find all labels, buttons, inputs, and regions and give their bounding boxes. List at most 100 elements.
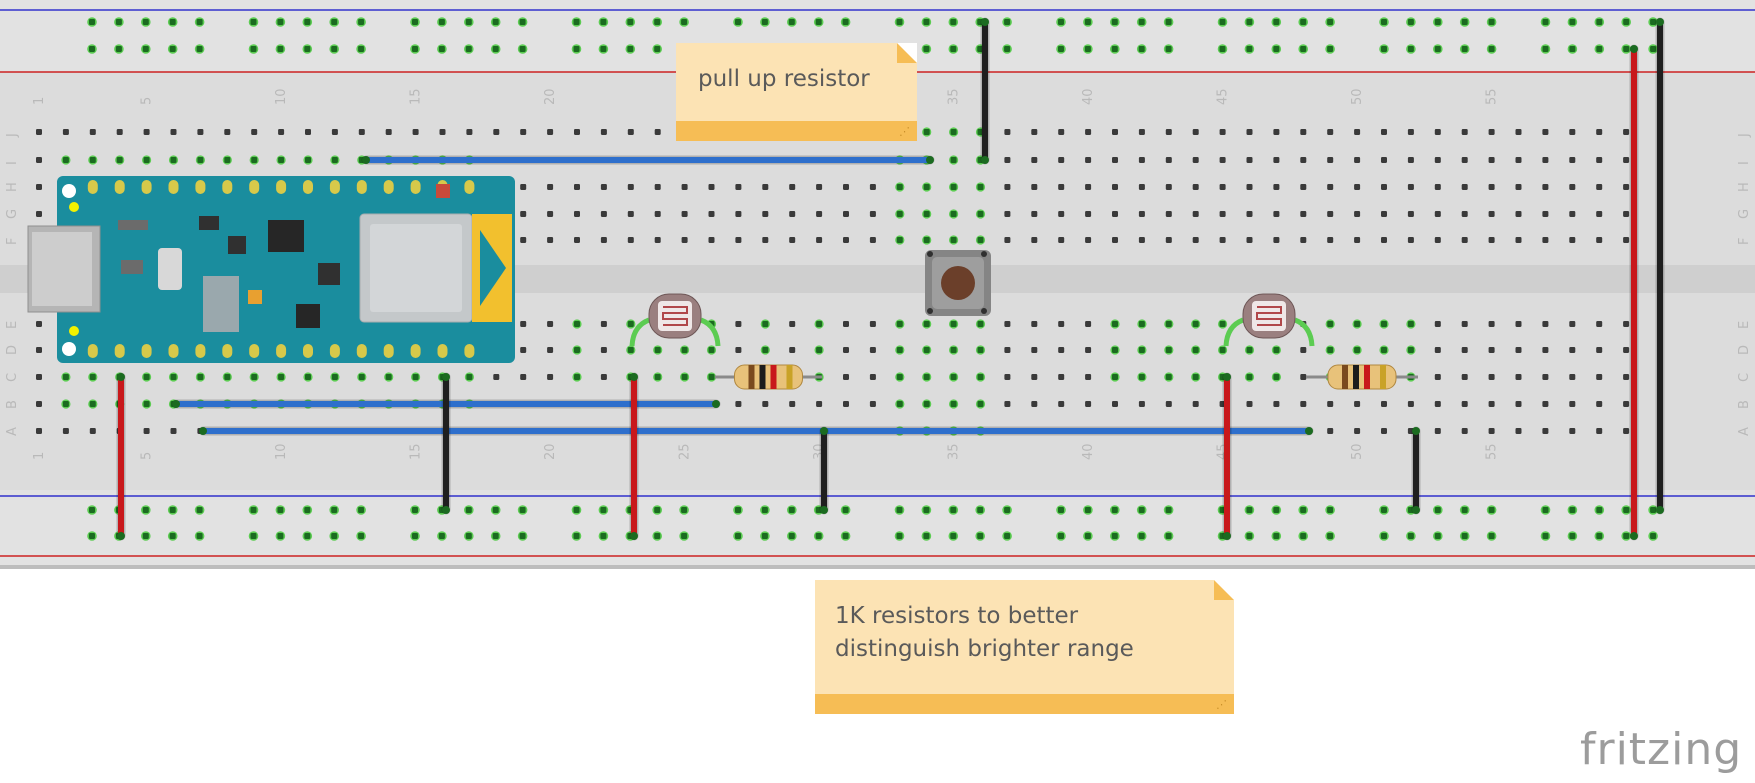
rail-hole [1461,46,1468,52]
breadboard-hole [923,401,930,407]
one-k-resistors-note[interactable]: 1K resistors to better distinguish brigh… [815,580,1234,714]
breadboard-hole [547,211,554,217]
breadboard-hole [1031,374,1038,380]
breadboard-hole [1058,401,1065,407]
rail-hole [600,507,607,513]
breadboard-hole [1407,237,1414,243]
breadboard-hole [627,184,634,190]
breadboard-hole [36,374,42,380]
breadboard-hole [843,184,849,190]
breadboard-hole [251,129,258,135]
breadboard-hole [547,129,554,135]
breadboard-hole [1165,211,1172,217]
rail-hole [1488,19,1495,25]
breadboard-hole [62,401,69,407]
breadboard-hole [143,374,150,380]
breadboard-hole [600,374,607,380]
note-footer-bar [815,694,1234,714]
breadboard-hole [1085,157,1092,163]
column-number-label: 35 [947,88,962,105]
header-pin [329,344,340,358]
breadboard-hole [816,184,823,190]
rail-hole [1381,19,1387,25]
wire-end [172,400,180,408]
wire-end [1305,427,1313,435]
breadboard-hole [950,401,957,407]
photoresistor [1223,293,1315,347]
breadboard-hole [1246,211,1253,217]
breadboard-hole [1407,211,1414,217]
wire-end [926,156,934,164]
led-indicator [69,326,79,336]
rail-hole [304,19,311,25]
pull-up-resistor-note[interactable]: pull up resistor ⋰ [676,43,917,141]
breadboard-hole [89,374,96,380]
breadboard-hole [1569,157,1576,163]
rail-hole [1327,46,1334,52]
rail-hole [196,533,203,539]
rail-hole [1246,19,1253,25]
breadboard-hole [439,129,446,135]
breadboard-hole [600,237,607,243]
column-number-label: 10 [274,443,289,460]
rail-hole [950,533,957,539]
breadboard-hole [735,211,742,217]
breadboard-hole [869,374,876,380]
breadboard-hole [1515,237,1522,243]
photoresistor-face [658,301,692,331]
rail-hole [169,46,176,52]
breadboard-hole [89,401,96,407]
rail-hole [1327,507,1334,513]
rail-hole [1138,19,1145,25]
breadboard-hole [547,321,554,327]
breadboard-hole [789,184,796,190]
breadboard-hole [1004,321,1011,327]
breadboard-hole [143,129,150,135]
rail-hole [1058,507,1064,513]
rail-hole [1596,533,1603,539]
breadboard-hole [520,347,527,353]
rail-hole [761,533,768,539]
breadboard-hole [1192,211,1199,217]
header-pin [168,180,179,194]
breadboard-hole [1381,347,1387,353]
rail-hole [950,46,957,52]
breadboard-hole [869,211,876,217]
column-number-label: 40 [1081,88,1096,105]
column-number-label: 1 [32,452,47,460]
smd-component [436,184,450,198]
breadboard-hole [1623,347,1630,353]
header-pin [356,180,367,194]
breadboard-hole [923,211,930,217]
breadboard-hole [170,129,177,135]
breadboard-hole [1434,428,1441,434]
breadboard-hole [1138,211,1145,217]
header-pin [410,344,421,358]
column-number-label: 55 [1485,443,1500,460]
rail-hole [438,533,445,539]
pushbutton-pin [927,251,933,257]
rail-hole [815,507,822,513]
photoresistor-lead [1223,317,1245,347]
resize-grip-icon[interactable]: ⋰ [899,125,911,138]
breadboard-hole [1085,237,1092,243]
breadboard-hole [547,184,554,190]
rail-hole [1650,507,1657,513]
breadboard-hole [869,184,876,190]
breadboard-hole [574,321,580,327]
breadboard-hole [843,211,849,217]
breadboard-hole [1004,129,1011,135]
breadboard-hole [1004,347,1011,353]
rail-hole [250,507,257,513]
rail-hole [573,19,580,25]
breadboard-hole [1596,211,1603,217]
breadboard-hole [1623,428,1630,434]
breadboard-hole [1381,428,1387,434]
rail-hole [358,507,365,513]
breadboard-hole [735,321,742,327]
rail-hole [1434,533,1441,539]
resize-grip-icon[interactable]: ⋰ [1216,698,1228,711]
breadboard-hole [1112,129,1118,135]
rail-hole [1058,46,1064,52]
breadboard-hole [251,157,258,163]
